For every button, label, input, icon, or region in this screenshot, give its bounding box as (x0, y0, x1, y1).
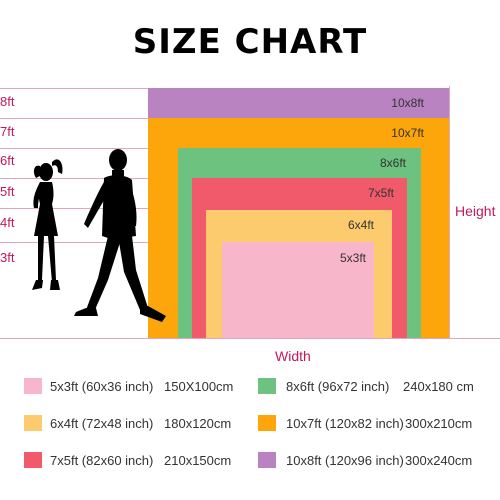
legend-swatch-10x7 (258, 415, 276, 431)
legend-label-5x3: 5x3ft (60x36 inch) (50, 379, 154, 394)
y-tick-4ft: 4ft (0, 215, 15, 230)
y-tick-3ft: 3ft (0, 250, 15, 265)
size-label-5x3: 5x3ft (339, 251, 366, 265)
legend-swatch-10x8 (258, 452, 276, 468)
gridline-5ft (0, 178, 192, 179)
legend-label-10x8: 10x8ft (120x96 inch) (286, 453, 404, 468)
legend-swatch-8x6 (258, 378, 276, 394)
legend-swatch-6x4 (24, 415, 42, 431)
page-title: SIZE CHART (132, 22, 368, 62)
y-tick-6ft: 6ft (0, 153, 15, 168)
legend-label-10x7: 10x7ft (120x82 inch) (286, 416, 404, 431)
legend-cm-6x4: 180x120cm (164, 416, 232, 431)
size-rect-5x3 (222, 242, 374, 338)
gridline-6ft (0, 148, 178, 149)
legend-cm-10x8: 300x240cm (405, 453, 473, 468)
gridline-8ft (0, 88, 148, 89)
legend-label-6x4: 6x4ft (72x48 inch) (50, 416, 154, 431)
size-label-7x5: 7x5ft (367, 186, 394, 200)
size-label-10x8: 10x8ft (391, 96, 424, 110)
legend-swatch-7x5 (24, 452, 42, 468)
y-tick-7ft: 7ft (0, 124, 15, 139)
size-label-8x6: 8x6ft (379, 156, 406, 170)
y-tick-8ft: 8ft (0, 94, 15, 109)
y-tick-5ft: 5ft (0, 184, 15, 199)
right-edge-line (449, 86, 450, 338)
height-label: Height (455, 203, 496, 219)
gridline-7ft (0, 118, 148, 119)
baseline (0, 338, 500, 339)
legend-cm-8x6: 240x180 cm (403, 379, 474, 394)
legend-swatch-5x3 (24, 378, 42, 394)
legend-cm-10x7: 300x210cm (405, 416, 473, 431)
legend-cm-7x5: 210x150cm (164, 453, 232, 468)
width-label: Width (275, 348, 311, 364)
size-label-10x7: 10x7ft (391, 126, 424, 140)
legend-label-7x5: 7x5ft (82x60 inch) (50, 453, 154, 468)
people-silhouette-icon (32, 149, 166, 322)
legend-label-8x6: 8x6ft (96x72 inch) (286, 379, 390, 394)
legend-cm-5x3: 150X100cm (164, 379, 234, 394)
size-label-6x4: 6x4ft (347, 218, 374, 232)
